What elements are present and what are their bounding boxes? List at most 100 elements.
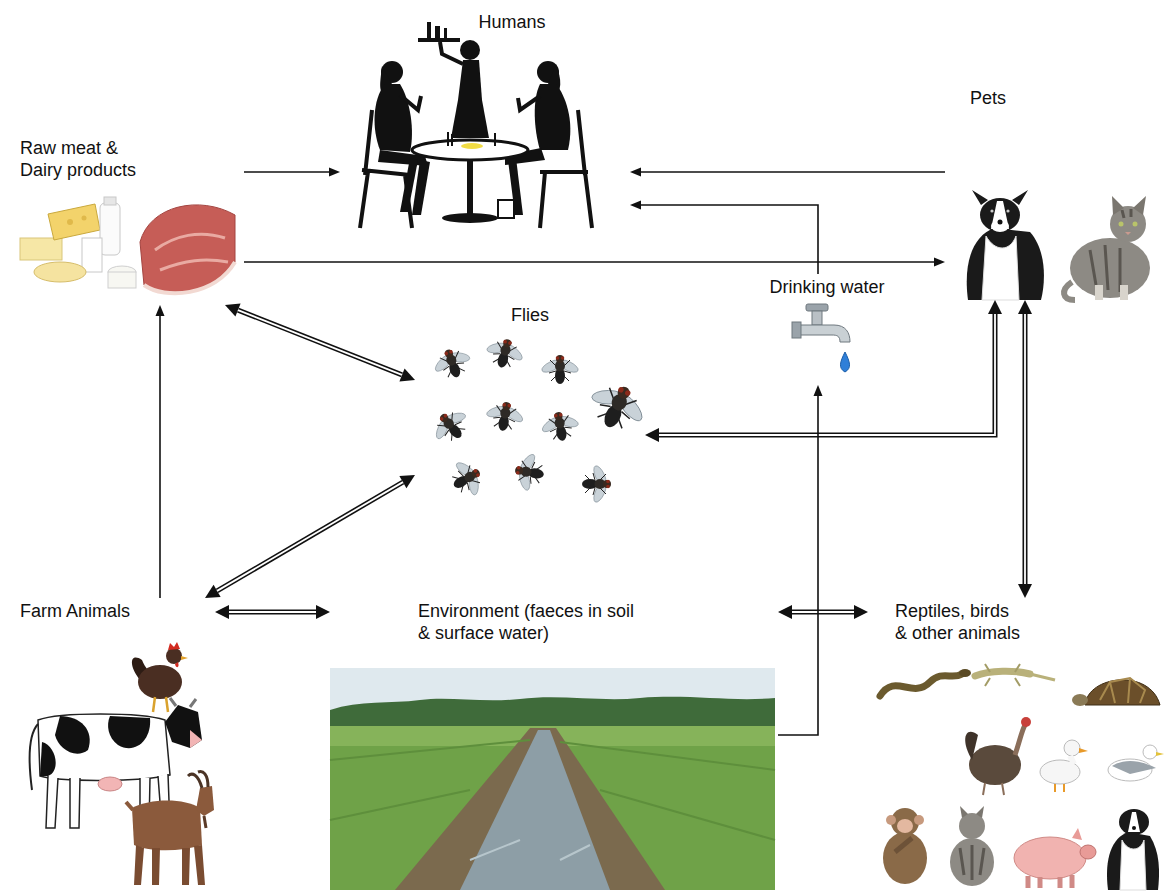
animals-picture xyxy=(897,819,913,833)
animals-picture xyxy=(1070,756,1074,764)
flies-picture xyxy=(582,464,611,504)
dog-picture xyxy=(998,220,1003,225)
cat-picture xyxy=(1119,222,1124,227)
animals-picture xyxy=(1120,840,1146,890)
humans-silhouette xyxy=(435,26,440,38)
source-node: Farm Animals xyxy=(15,598,215,890)
food-picture xyxy=(140,205,235,293)
animals-picture xyxy=(1112,761,1156,774)
animals-picture xyxy=(895,838,912,852)
transmission-arrow xyxy=(792,612,854,613)
source-node: Flies xyxy=(415,300,645,505)
node-label: Environment (faeces in soil & surface wa… xyxy=(418,601,646,644)
food-picture xyxy=(48,204,100,240)
food-picture xyxy=(20,238,62,260)
cat-picture xyxy=(1064,282,1075,300)
cow-picture xyxy=(98,777,122,791)
source-node: Humans xyxy=(340,8,630,233)
flies-picture xyxy=(429,343,476,384)
arrow-line xyxy=(244,261,934,263)
food-picture xyxy=(82,216,87,221)
food-picture xyxy=(34,262,86,282)
double-arrow-core xyxy=(217,482,403,591)
goat-picture xyxy=(126,802,133,810)
arrow-line xyxy=(159,316,161,598)
food-picture xyxy=(104,197,116,205)
source-node: Pets xyxy=(945,85,1165,300)
field-photo xyxy=(330,668,775,890)
field-photo xyxy=(330,697,775,728)
animals-picture xyxy=(1028,875,1072,888)
humans-silhouette xyxy=(412,140,528,160)
flies-picture xyxy=(426,334,653,504)
tap-picture xyxy=(792,322,801,338)
humans-silhouette xyxy=(451,100,489,138)
double-arrow-line xyxy=(229,610,316,615)
animals-picture xyxy=(1119,809,1149,835)
source-node: Drinking water xyxy=(745,274,910,385)
dog-picture xyxy=(967,190,1044,300)
hen-picture xyxy=(138,665,182,699)
flies-picture xyxy=(426,402,475,450)
flies-picture xyxy=(581,375,653,440)
food-picture xyxy=(108,272,136,288)
humans-silhouette xyxy=(461,143,483,149)
humans-silhouette xyxy=(535,84,571,150)
flies-picture xyxy=(444,454,489,503)
transmission-arrow xyxy=(659,314,995,435)
food-picture xyxy=(67,219,73,225)
arrow-line xyxy=(641,205,818,274)
food-picture xyxy=(82,238,102,272)
cow-picture xyxy=(108,716,150,748)
double-arrow-line xyxy=(792,610,854,615)
hen-picture xyxy=(166,648,182,664)
source-node: Reptiles, birds & other animals xyxy=(868,598,1168,890)
flies-picture xyxy=(483,399,527,434)
arrow-line xyxy=(244,171,329,173)
node-label: Flies xyxy=(511,305,549,327)
double-arrow-line xyxy=(238,310,402,375)
transmission-arrow xyxy=(244,262,934,263)
node-label: Raw meat & Dairy products xyxy=(20,138,155,181)
animals-picture xyxy=(983,783,1004,795)
cat-picture xyxy=(1133,222,1138,227)
animals-picture xyxy=(1107,832,1159,890)
cow-picture xyxy=(170,698,196,707)
transmission-arrow xyxy=(641,172,945,173)
transmission-arrow xyxy=(238,310,402,375)
animals-picture xyxy=(1080,845,1096,859)
animals-picture xyxy=(1030,674,1055,680)
humans-silhouette xyxy=(418,38,460,42)
field-photo xyxy=(330,740,775,840)
cow-picture xyxy=(165,705,202,748)
dog-picture xyxy=(1006,209,1009,212)
goat-picture xyxy=(196,786,214,816)
animals-picture xyxy=(960,806,984,818)
animals-picture xyxy=(1064,740,1080,756)
humans-silhouette xyxy=(375,84,412,152)
animals-picture xyxy=(960,845,984,880)
flies-picture xyxy=(482,334,528,372)
cat-picture xyxy=(1125,232,1131,235)
animals-picture xyxy=(1143,745,1157,759)
transmission-arrow xyxy=(778,396,818,735)
cat-picture xyxy=(1112,196,1146,215)
node-label: Pets xyxy=(970,88,1006,110)
goat-picture xyxy=(134,845,205,885)
double-arrow-core xyxy=(792,611,854,613)
flies-picture xyxy=(540,355,580,384)
dog-picture xyxy=(990,209,993,212)
double-arrow-line xyxy=(1023,314,1028,584)
tap-picture xyxy=(840,352,849,372)
tap-picture xyxy=(812,311,822,325)
field-photo xyxy=(460,730,610,890)
food-picture xyxy=(144,262,235,293)
humans-silhouette xyxy=(442,213,498,223)
animals-picture xyxy=(959,669,971,677)
arrow-line xyxy=(778,396,818,735)
cat-picture xyxy=(1095,285,1103,300)
double-arrow-core xyxy=(238,310,402,375)
cow-picture xyxy=(40,742,56,776)
